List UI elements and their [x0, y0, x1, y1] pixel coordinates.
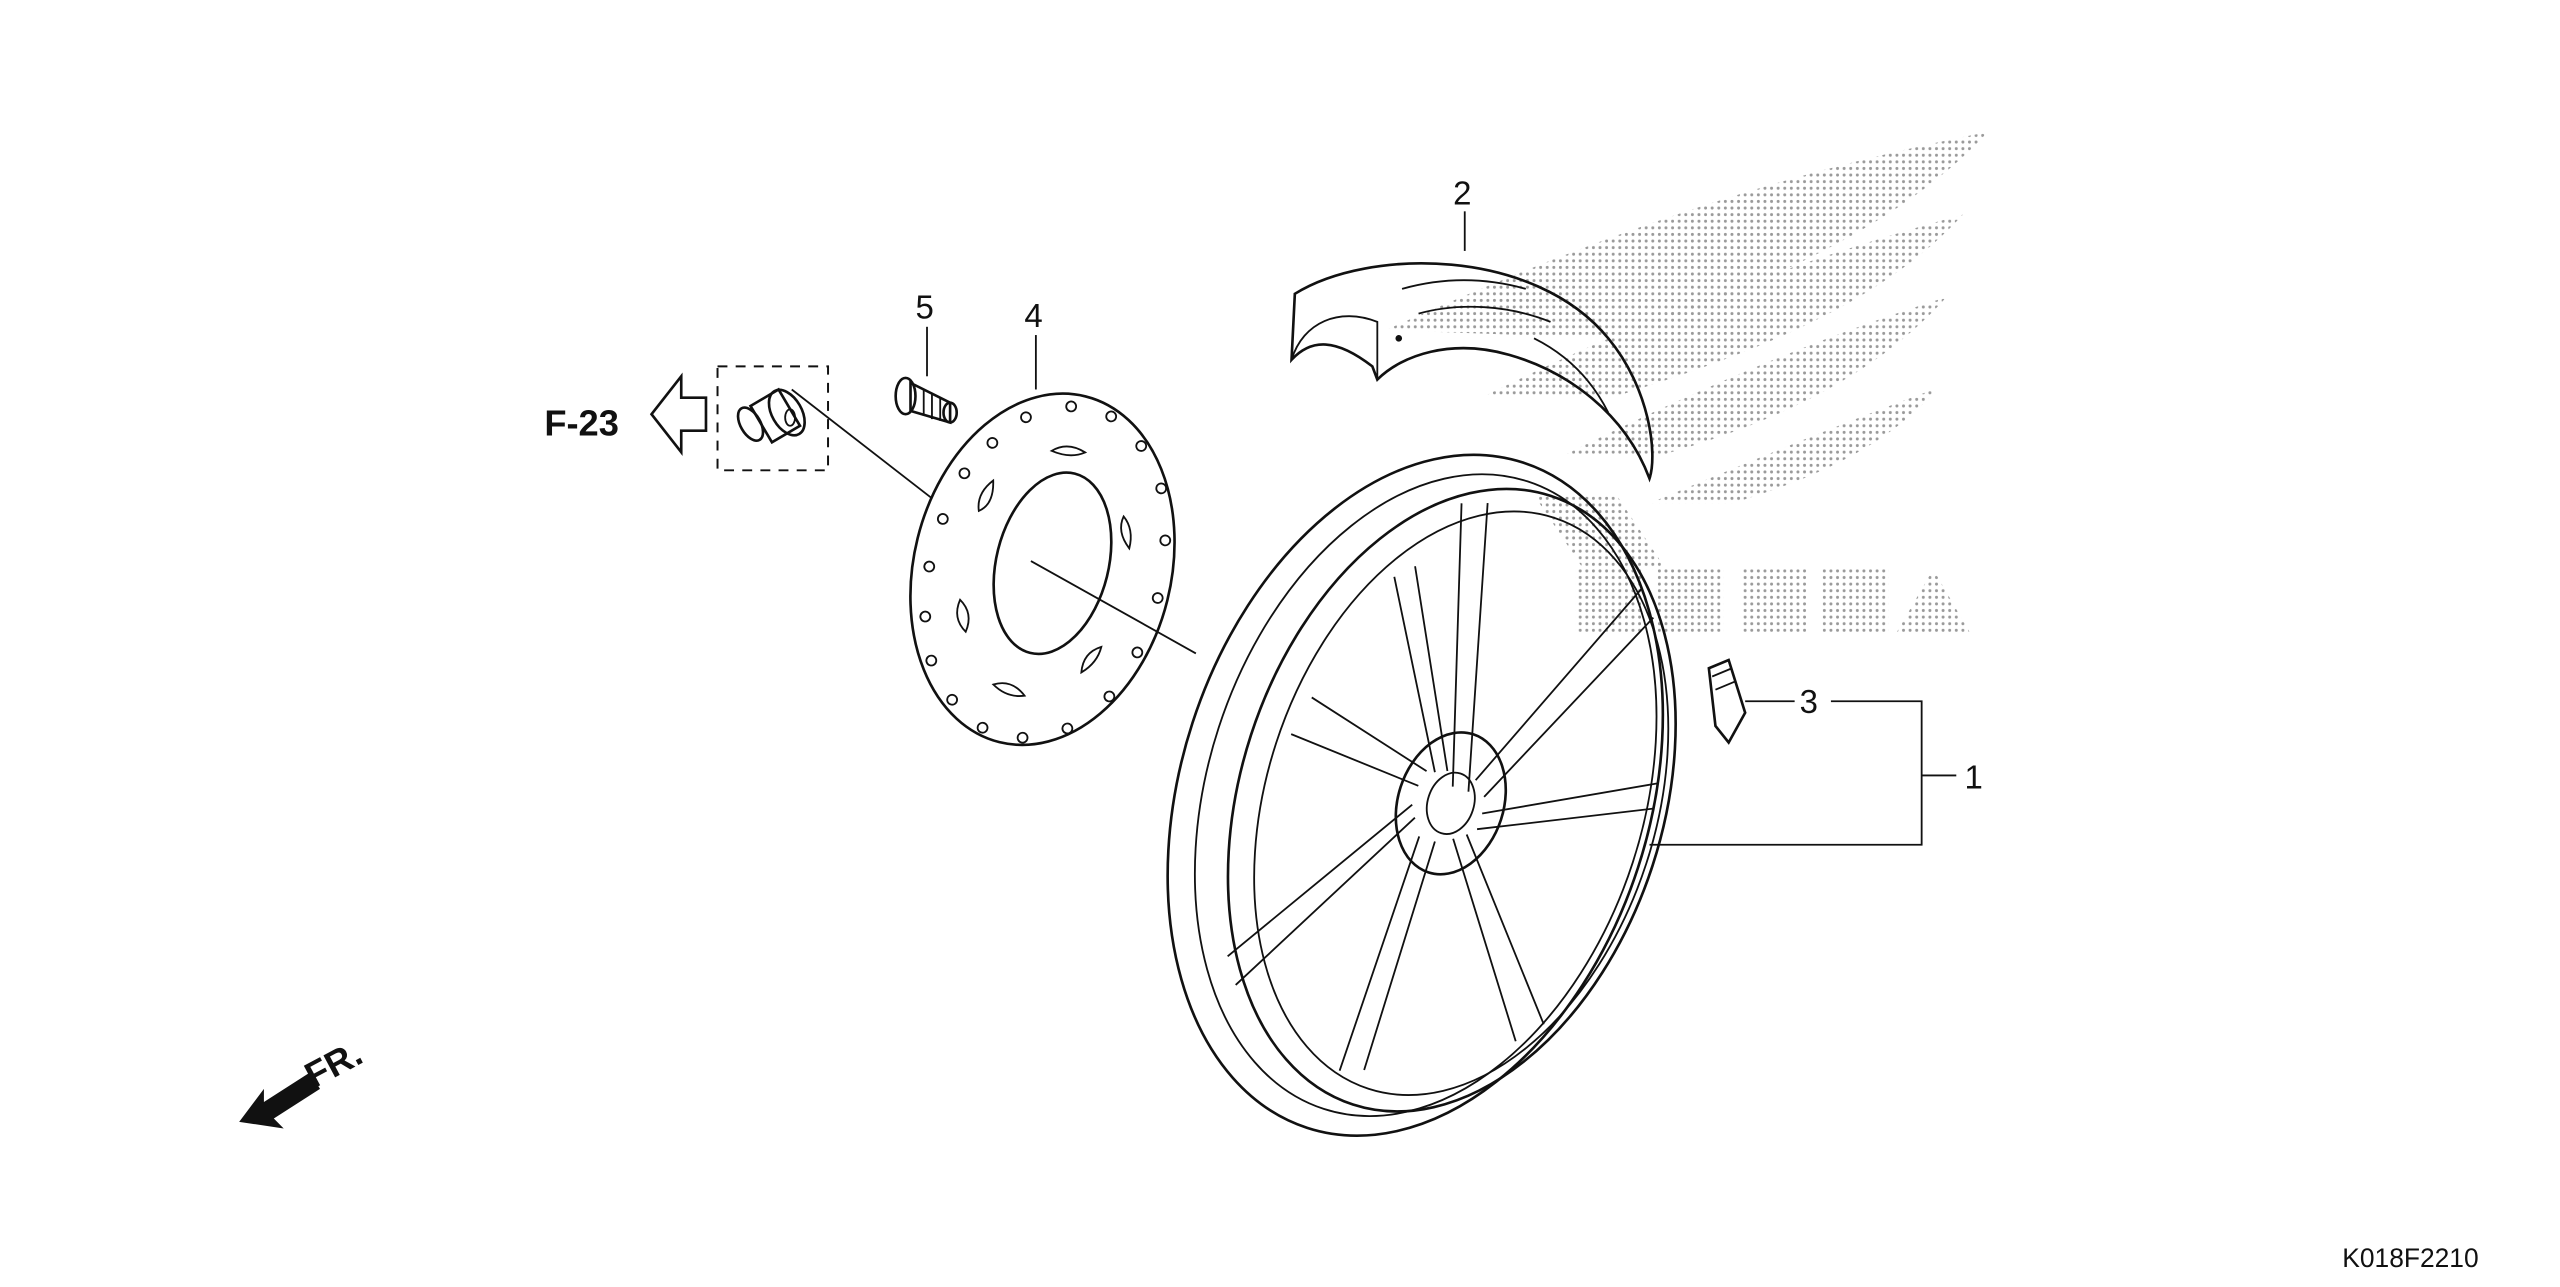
reference-arrow-icon [649, 372, 708, 456]
front-direction-indicator: FR. [239, 1032, 369, 1129]
logo-lettering [1575, 569, 1970, 632]
leader-lines [791, 211, 1957, 846]
callout-3-valve[interactable]: 3 [1800, 683, 1818, 720]
rear-wheel-part[interactable] [1084, 390, 1758, 1204]
drawing-code: K018F2210 [2342, 1243, 2478, 1273]
front-direction-arrow-icon [239, 1072, 320, 1129]
wheel-hub [1394, 731, 1508, 876]
tire-valve-part[interactable] [1707, 658, 1747, 745]
wheel-spokes [1227, 503, 1657, 1072]
callout-2-fender[interactable]: 2 [1453, 175, 1471, 212]
reference-label[interactable]: F-23 [544, 403, 619, 444]
callout-5-bolt[interactable]: 5 [915, 289, 933, 326]
disc-bolt-part[interactable] [894, 376, 959, 425]
callout-4-disc[interactable]: 4 [1024, 297, 1042, 334]
callout-1-wheel[interactable]: 1 [1965, 759, 1983, 796]
reference-collar-box[interactable] [716, 365, 830, 472]
disc-holes [919, 400, 1172, 744]
honda-logo-watermark [1385, 132, 1988, 632]
brake-disc-part[interactable] [875, 365, 1211, 773]
rear-fender-part[interactable] [1290, 262, 1654, 483]
reference-link-f23[interactable]: F-23 [544, 372, 708, 456]
